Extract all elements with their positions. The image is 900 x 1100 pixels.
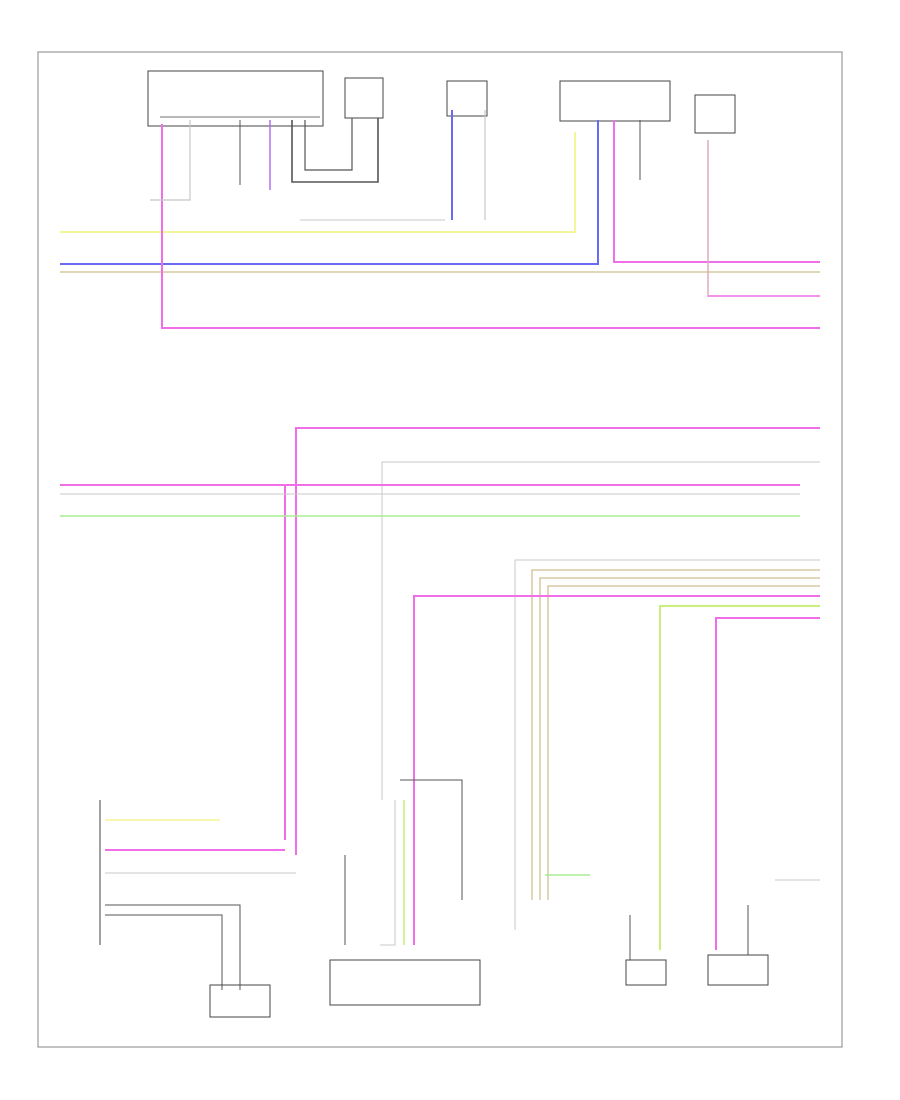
- wire-black-pump-inner: [304, 118, 353, 171]
- wire-pink-mid-upper: [295, 427, 820, 855]
- wire-black-ign-1: [105, 904, 241, 990]
- wire-tan-4: [547, 585, 820, 900]
- wire-pink-top-right: [613, 120, 820, 263]
- wire-blue-bus: [60, 120, 599, 265]
- ignition-relay-box: [209, 984, 271, 1018]
- wire-pink-speed: [715, 617, 820, 950]
- wire-gray-sensor: [150, 120, 191, 201]
- fuel-pump-motor: [344, 77, 384, 119]
- brake-pedal-switch: [329, 959, 481, 1006]
- wire-tan-2: [531, 569, 820, 900]
- wire-black-pump-loop: [291, 118, 379, 183]
- fuel-pump-driver-module: [147, 70, 324, 127]
- wire-tan-1: [514, 559, 820, 930]
- wire-pink-module-loop: [161, 124, 820, 329]
- instrument-cluster: [559, 80, 671, 122]
- wire-tan-3: [539, 577, 820, 900]
- speed-control-switch: [707, 954, 769, 986]
- wire-lime-clutch: [659, 605, 820, 950]
- clutch-pedal-switch: [625, 959, 667, 986]
- fuel-level-sensor: [446, 80, 488, 117]
- wire-black-ign-2: [105, 914, 223, 990]
- wire-brake-box: [400, 779, 463, 900]
- wire-pink-brake: [413, 595, 820, 945]
- wire-brake-gray: [380, 800, 396, 946]
- diagram-border: [37, 51, 843, 1048]
- wire-gray-mid-right: [381, 461, 820, 800]
- rear-air-spring: [694, 94, 736, 134]
- wire-yellow-bus: [60, 132, 576, 233]
